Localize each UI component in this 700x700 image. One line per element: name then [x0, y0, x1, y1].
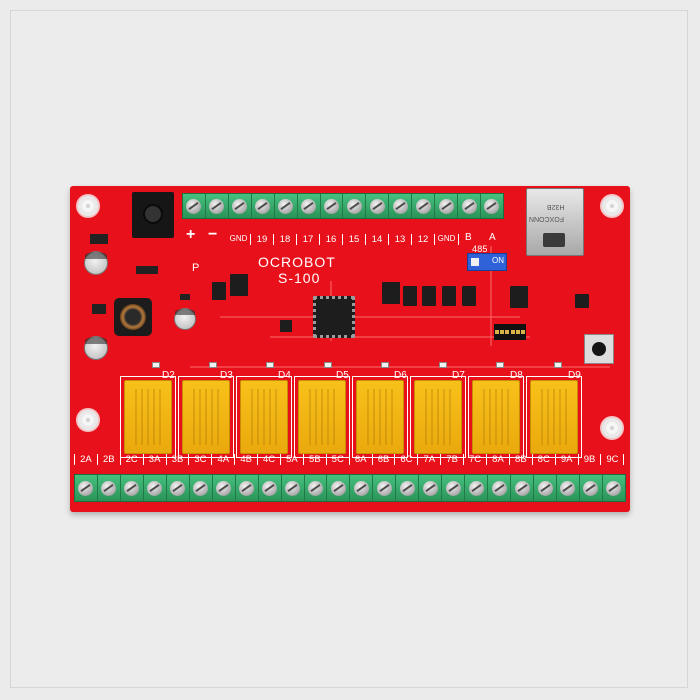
usb-brand-label: FOXCONN [529, 215, 564, 222]
ic-chip [382, 282, 400, 304]
screw-icon[interactable] [415, 198, 431, 214]
microcontroller-chip [313, 296, 355, 338]
relay-d7 [414, 380, 462, 454]
relay-d5 [298, 380, 346, 454]
reset-button[interactable] [584, 334, 614, 364]
relay-label-d9: D9 [568, 370, 581, 381]
relay-d3 [182, 380, 230, 454]
screw-icon[interactable] [216, 480, 232, 496]
screw-icon[interactable] [262, 480, 278, 496]
screw-icon[interactable] [239, 480, 255, 496]
brand-name: OCROBOT [258, 254, 336, 270]
screw-icon[interactable] [308, 480, 323, 496]
usb-code-label: H32B [547, 203, 565, 210]
relay-d9 [530, 380, 578, 454]
relay-board: + − GND 19 18 17 16 15 14 13 12 GND B A … [70, 186, 630, 512]
screw-icon[interactable] [514, 480, 530, 496]
dc-power-jack [132, 192, 174, 238]
rs485-a-label: A [489, 232, 496, 243]
screw-icon[interactable] [560, 480, 576, 496]
screw-icon[interactable] [376, 480, 392, 496]
pin-header [494, 324, 526, 340]
screw-icon[interactable] [285, 480, 301, 496]
mounting-hole-mid-right [602, 418, 622, 438]
relay-label-d3: D3 [220, 370, 233, 381]
ic-chip [212, 282, 226, 300]
relay-d8 [472, 380, 520, 454]
screw-icon[interactable] [278, 198, 294, 214]
screw-icon[interactable] [392, 198, 408, 214]
power-plus-label: + [186, 226, 196, 243]
power-minus-label: − [208, 226, 218, 243]
ic-chip [575, 294, 589, 308]
screw-icon[interactable] [301, 198, 317, 214]
relay-d6 [356, 380, 404, 454]
screw-icon[interactable] [193, 480, 209, 496]
ic-chip [462, 286, 476, 306]
screw-icon[interactable] [399, 480, 415, 496]
ic-chip [422, 286, 436, 306]
relay-label-d6: D6 [394, 370, 407, 381]
top-terminal-labels: GND 19 18 17 16 15 14 13 12 GND [227, 234, 459, 245]
screw-icon[interactable] [346, 198, 362, 214]
screw-icon[interactable] [484, 198, 500, 214]
screw-icon[interactable] [170, 480, 186, 496]
usb-connector[interactable]: FOXCONN H32B [526, 188, 584, 256]
inductor [114, 298, 152, 336]
screw-icon[interactable] [445, 480, 461, 496]
model-name: S-100 [278, 270, 321, 286]
top-terminal-block [182, 193, 504, 219]
screw-icon[interactable] [186, 198, 202, 214]
dip-switch[interactable]: ON [467, 253, 507, 271]
relay-label-d5: D5 [336, 370, 349, 381]
bottom-terminal-labels: 2A 2B 2C 3A 3B 3C 4A 4B 4C 5A 5B 5C 6A 6… [74, 454, 625, 465]
relay-d4 [240, 380, 288, 454]
relay-label-d4: D4 [278, 370, 291, 381]
screw-icon[interactable] [209, 198, 225, 214]
ic-chip [510, 286, 528, 308]
screw-icon[interactable] [101, 480, 117, 496]
relay-d2 [124, 380, 172, 454]
mounting-hole-top-left [78, 196, 98, 216]
screw-icon[interactable] [323, 198, 339, 214]
screw-icon[interactable] [422, 480, 438, 496]
screw-icon[interactable] [468, 480, 484, 496]
screw-icon[interactable] [438, 198, 454, 214]
screw-icon[interactable] [255, 198, 271, 214]
screw-icon[interactable] [147, 480, 163, 496]
screw-icon[interactable] [537, 480, 553, 496]
capacitor [174, 308, 196, 330]
screw-icon[interactable] [353, 480, 369, 496]
ic-chip [230, 274, 248, 296]
relay-label-d8: D8 [510, 370, 523, 381]
ic-chip [403, 286, 417, 306]
screw-icon[interactable] [78, 480, 94, 496]
screw-icon[interactable] [124, 480, 140, 496]
dip-on-label: ON [492, 256, 504, 265]
capacitor [84, 251, 108, 275]
relay-label-d7: D7 [452, 370, 465, 381]
screw-icon[interactable] [606, 480, 622, 496]
screw-icon[interactable] [461, 198, 477, 214]
mounting-hole-mid-left [78, 410, 98, 430]
rs485-b-label: B [465, 232, 472, 243]
capacitor [84, 336, 108, 360]
ic-chip [442, 286, 456, 306]
relay-label-d2: D2 [162, 370, 175, 381]
screw-icon[interactable] [583, 480, 599, 496]
bottom-terminal-block [74, 474, 626, 502]
p-label: P [192, 262, 200, 274]
screw-icon[interactable] [330, 480, 346, 496]
ic-chip [280, 320, 292, 332]
rs485-label: 485 [472, 244, 488, 254]
screw-icon[interactable] [369, 198, 385, 214]
mounting-hole-top-right [602, 196, 622, 216]
screw-icon[interactable] [491, 480, 507, 496]
screw-icon[interactable] [232, 198, 248, 214]
